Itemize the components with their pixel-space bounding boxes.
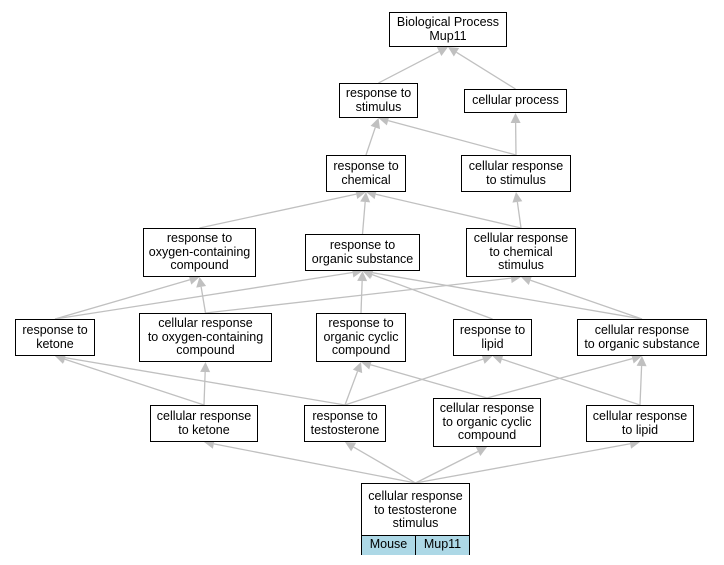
node-response-to-lipid[interactable]: response to lipid: [453, 319, 532, 356]
edge-response_to_stimulus-to-root: [378, 51, 440, 84]
node-label: response to lipid: [459, 323, 526, 351]
node-cellular-response-to-organic-cyclic-compound[interactable]: cellular response to organic cyclic comp…: [433, 398, 541, 447]
edge-leaf-to-response_to_testosterone: [353, 446, 416, 484]
arrowhead-response_to_organic_substance-to-response_to_chemical: [360, 192, 371, 203]
edge-response_to_organic_cyclic_compound-to-response_to_organic_substance: [360, 280, 363, 314]
arrowhead-cellular_response_to_stimulus-to-cellular_process: [510, 113, 521, 124]
edge-cellular_response_to_ketone-to-cellular_response_to_oxygen_containing_compound: [203, 371, 206, 406]
gene-tag[interactable]: Mup11: [415, 535, 469, 555]
arrowhead-cellular_response_to_organic_substance-to-cellular_response_to_chemical_stimulus: [521, 275, 533, 286]
arrowhead-response_to_ketone-to-response_to_oxygen_containing_compound: [188, 274, 200, 285]
node-response-to-testosterone[interactable]: response to testosterone: [304, 405, 386, 442]
arrowhead-response_to_testosterone-to-response_to_lipid: [481, 354, 493, 364]
edge-cellular_response_to_ketone-to-response_to_ketone: [64, 358, 205, 406]
node-response-to-oxygen-containing-compound[interactable]: response to oxygen-containing compound: [143, 228, 256, 277]
species-tag[interactable]: Mouse: [362, 535, 415, 555]
annotation-tags: Mouse Mup11: [362, 534, 469, 555]
edge-response_to_testosterone-to-response_to_lipid: [344, 358, 484, 406]
node-response-to-stimulus[interactable]: response to stimulus: [339, 83, 418, 118]
edge-response_to_lipid-to-response_to_organic_substance: [371, 273, 493, 320]
edge-response_to_testosterone-to-response_to_ketone: [64, 357, 346, 406]
node-label: cellular response to organic substance: [584, 323, 700, 351]
arrowhead-leaf-to-cellular_response_to_organic_cyclic_compound: [475, 447, 487, 456]
arrowhead-response_to_testosterone-to-response_to_organic_cyclic_compound: [352, 362, 363, 374]
node-label: cellular response to organic cyclic comp…: [439, 401, 535, 443]
edge-cellular_response_to_chemical_stimulus-to-cellular_response_to_stimulus: [516, 201, 522, 229]
edge-leaf-to-cellular_response_to_lipid: [415, 443, 631, 484]
edge-cellular_response_to_organic_substance-to-response_to_organic_substance: [372, 272, 643, 320]
root-title: Biological Process: [396, 15, 500, 29]
edge-cellular_process-to-root: [456, 51, 516, 90]
node-response-to-organic-substance[interactable]: response to organic substance: [305, 234, 420, 271]
node-label: cellular response to stimulus: [468, 159, 564, 187]
arrowhead-response_to_stimulus-to-root: [436, 47, 448, 57]
node-label: response to organic cyclic compound: [323, 316, 399, 358]
root-gene: Mup11: [429, 28, 467, 43]
arrowhead-cellular_process-to-root: [448, 47, 460, 57]
edge-cellular_response_to_chemical_stimulus-to-response_to_chemical: [375, 193, 522, 229]
node-cellular-response-to-oxygen-containing-compound[interactable]: cellular response to oxygen-containing c…: [139, 313, 272, 362]
node-label: response to testosterone: [310, 409, 380, 437]
edge-leaf-to-cellular_response_to_ketone: [213, 443, 416, 484]
node-cellular-process[interactable]: cellular process: [464, 89, 567, 113]
node-label: response to organic substance: [311, 238, 414, 266]
edge-cellular_response_to_lipid-to-response_to_lipid: [501, 358, 641, 406]
edge-cellular_response_to_lipid-to-cellular_response_to_organic_substance: [639, 365, 643, 406]
node-label: cellular response to oxygen-containing c…: [147, 316, 264, 358]
node-cellular-response-to-ketone[interactable]: cellular response to ketone: [150, 405, 258, 442]
node-cellular-response-to-testosterone-stimulus[interactable]: cellular response to testosterone stimul…: [361, 483, 470, 555]
edge-response_to_oxygen_containing_compound-to-response_to_chemical: [199, 193, 357, 229]
edge-cellular_response_to_organic_substance-to-cellular_response_to_chemical_stimulus: [530, 279, 643, 320]
arrowhead-cellular_response_to_lipid-to-cellular_response_to_organic_substance: [636, 356, 647, 367]
arrowhead-response_to_chemical-to-response_to_stimulus: [370, 118, 381, 130]
edge-response_to_chemical-to-response_to_stimulus: [365, 127, 376, 156]
arrowhead-cellular_response_to_oxygen_containing_compound-to-response_to_oxygen_containing_compound: [196, 277, 207, 288]
node-label: cellular response to lipid: [592, 409, 688, 437]
node-cellular-response-to-stimulus[interactable]: cellular response to stimulus: [461, 155, 571, 192]
node-label: response to ketone: [22, 323, 88, 351]
edge-response_to_ketone-to-response_to_oxygen_containing_compound: [54, 279, 191, 320]
arrowhead-cellular_response_to_organic_cyclic_compound-to-cellular_response_to_organic_substance: [631, 353, 642, 364]
leaf-label: cellular response to testosterone stimul…: [368, 489, 463, 530]
node-response-to-organic-cyclic-compound[interactable]: response to organic cyclic compound: [316, 313, 406, 362]
edge-cellular_response_to_organic_cyclic_compound-to-response_to_organic_cyclic_compound: [370, 364, 488, 399]
arrowhead-cellular_response_to_stimulus-to-response_to_stimulus: [378, 115, 390, 126]
node-label: response to oxygen-containing compound: [148, 231, 251, 273]
node-label: cellular process: [472, 93, 559, 108]
arrowhead-cellular_response_to_lipid-to-response_to_lipid: [492, 354, 504, 364]
node-response-to-ketone[interactable]: response to ketone: [15, 319, 95, 356]
edge-cellular_response_to_stimulus-to-response_to_stimulus: [387, 119, 517, 156]
arrowhead-cellular_response_to_ketone-to-cellular_response_to_oxygen_containing_compound: [200, 362, 211, 373]
arrowhead-cellular_response_to_organic_cyclic_compound-to-response_to_organic_cyclic_compound: [361, 359, 372, 370]
node-cellular-response-to-organic-substance[interactable]: cellular response to organic substance: [577, 319, 707, 356]
node-label: cellular response to chemical stimulus: [473, 231, 569, 273]
node-biological-process[interactable]: Biological Process Mup11: [389, 12, 507, 47]
node-response-to-chemical[interactable]: response to chemical: [326, 155, 406, 192]
node-label: cellular response to ketone: [156, 409, 252, 437]
arrowhead-response_to_organic_cyclic_compound-to-response_to_organic_substance: [357, 271, 368, 282]
node-cellular-response-to-chemical-stimulus[interactable]: cellular response to chemical stimulus: [466, 228, 576, 277]
edge-response_to_organic_substance-to-response_to_chemical: [361, 201, 366, 235]
arrowhead-leaf-to-response_to_testosterone: [345, 442, 357, 452]
edge-cellular_response_to_oxygen_containing_compound-to-response_to_oxygen_containing_compound: [200, 286, 207, 314]
node-cellular-response-to-lipid[interactable]: cellular response to lipid: [586, 405, 694, 442]
node-label: response to stimulus: [345, 86, 412, 114]
arrowhead-cellular_response_to_chemical_stimulus-to-cellular_response_to_stimulus: [512, 192, 523, 203]
edge-leaf-to-cellular_response_to_organic_cyclic_compound: [415, 450, 479, 484]
node-label: response to chemical: [333, 159, 399, 187]
edge-response_to_ketone-to-response_to_organic_substance: [54, 271, 353, 320]
edge-response_to_testosterone-to-response_to_organic_cyclic_compound: [344, 371, 359, 406]
edge-cellular_response_to_oxygen_containing_compound-to-cellular_response_to_chemical_stimulus: [205, 277, 512, 314]
